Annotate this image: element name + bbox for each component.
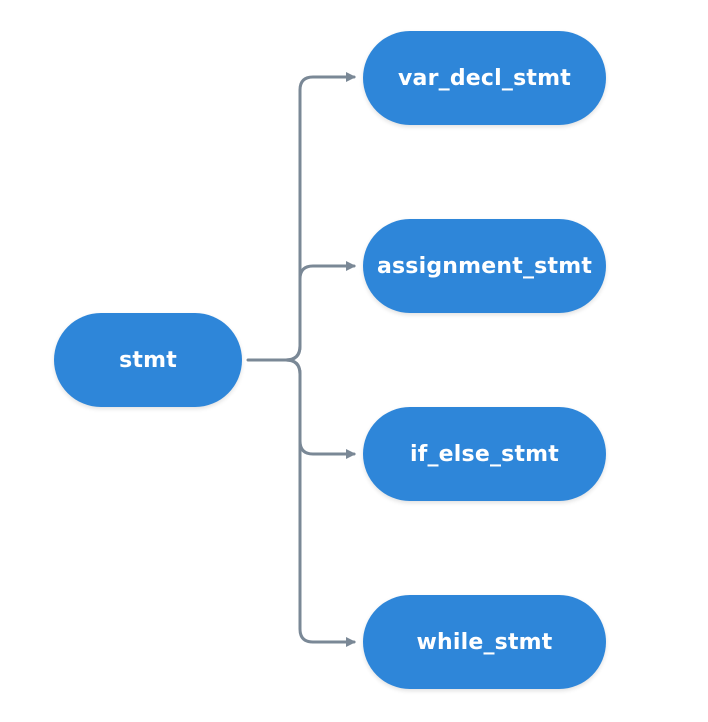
branch-connector-while	[284, 358, 356, 647]
child-node-label: var_decl_stmt	[398, 65, 571, 91]
branch-connector-assignment	[284, 261, 356, 362]
child-node-label: if_else_stmt	[409, 441, 560, 467]
child-node-if-else-stmt: if_else_stmt	[363, 407, 606, 501]
child-node-var-decl-stmt: var_decl_stmt	[363, 31, 606, 125]
child-node-label: assignment_stmt	[376, 253, 593, 279]
child-node-assignment-stmt: assignment_stmt	[363, 219, 606, 313]
branch-connector-if-else	[284, 358, 356, 459]
root-node-stmt: stmt	[54, 313, 242, 407]
child-node-while-stmt: while_stmt	[363, 595, 606, 689]
root-node-label: stmt	[119, 347, 177, 373]
child-node-label: while_stmt	[416, 629, 553, 655]
